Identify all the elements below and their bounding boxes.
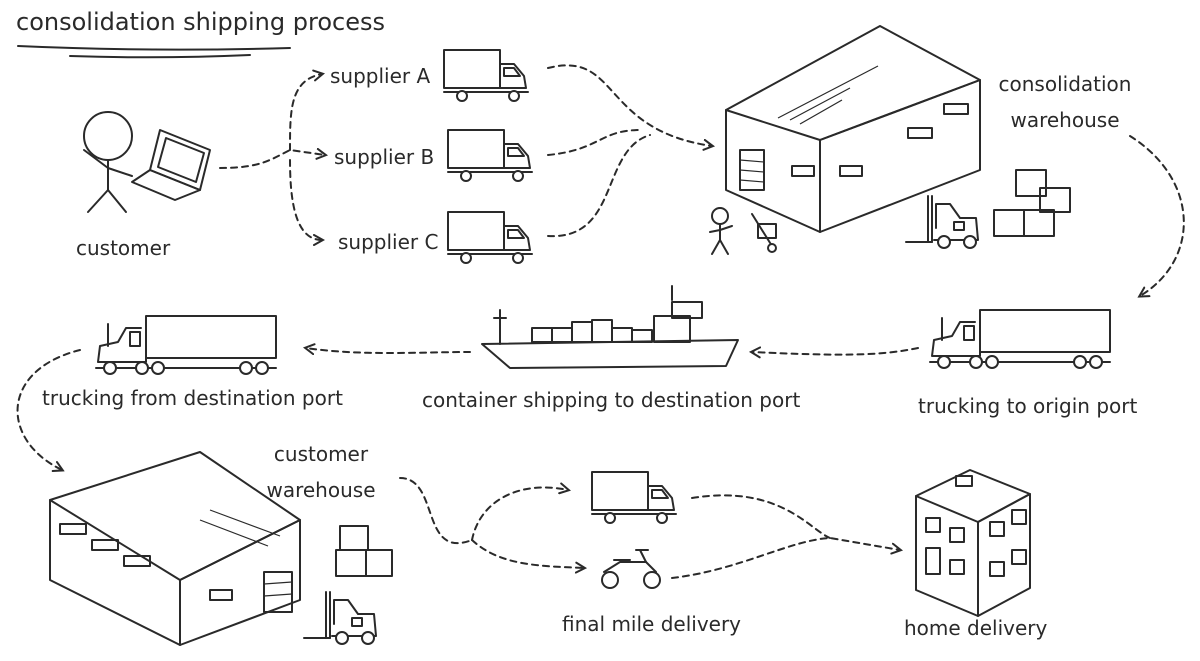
delivery-truck-icon bbox=[443, 49, 529, 102]
flow-to-supplier-c bbox=[289, 159, 322, 240]
flow-van-to-home bbox=[691, 494, 831, 539]
warehouse-icon bbox=[49, 451, 301, 646]
flow-destination-to-customer-warehouse bbox=[16, 349, 81, 470]
consolidation-warehouse-label-1: consolidation bbox=[998, 72, 1132, 96]
consolidation-warehouse-label-2: warehouse bbox=[1010, 108, 1120, 132]
home-delivery-label: home delivery bbox=[904, 616, 1048, 640]
page-title: consolidation shipping process bbox=[16, 8, 385, 36]
trucking-origin-label: trucking to origin port bbox=[918, 394, 1138, 418]
forklift-icon bbox=[905, 195, 979, 249]
forklift-icon bbox=[303, 591, 377, 645]
person-icon bbox=[709, 207, 733, 255]
boxes-icon bbox=[993, 169, 1071, 237]
semi-truck-icon bbox=[95, 315, 277, 375]
container-shipping-label: container shipping to destination port bbox=[422, 388, 801, 412]
customer-warehouse-label-1: customer bbox=[273, 442, 369, 466]
flow-origin-to-ship bbox=[752, 348, 919, 355]
flow-a-to-warehouse bbox=[547, 64, 712, 146]
flow-to-van bbox=[471, 487, 568, 541]
flow-c-to-warehouse bbox=[547, 134, 651, 238]
supplier-a-label: supplier A bbox=[330, 64, 431, 88]
flow-warehouse-to-origin bbox=[1129, 135, 1185, 296]
title-underline bbox=[17, 45, 291, 51]
supplier-b-label: supplier B bbox=[334, 145, 435, 169]
flow-to-home bbox=[671, 536, 900, 579]
delivery-truck-icon bbox=[591, 471, 677, 524]
flow-to-supplier-b bbox=[219, 150, 325, 169]
flow-b-to-warehouse bbox=[547, 129, 641, 156]
final-mile-label: final mile delivery bbox=[562, 612, 742, 636]
hand-truck-icon bbox=[751, 213, 777, 253]
boxes-icon bbox=[335, 525, 393, 577]
customer-warehouse-label-2: warehouse bbox=[266, 478, 376, 502]
flow-customer-warehouse-to-final-mile bbox=[399, 477, 473, 544]
laptop-icon bbox=[131, 129, 211, 201]
scooter-icon bbox=[601, 549, 661, 589]
flow-to-supplier-a bbox=[289, 74, 322, 151]
customer-label: customer bbox=[76, 236, 171, 260]
semi-truck-icon bbox=[929, 309, 1111, 369]
warehouse-icon bbox=[725, 25, 981, 233]
container-ship-icon bbox=[481, 285, 739, 369]
delivery-truck-icon bbox=[447, 211, 533, 264]
house-icon bbox=[915, 469, 1031, 617]
flow-to-scooter bbox=[471, 539, 584, 568]
delivery-truck-icon bbox=[447, 129, 533, 182]
person-icon bbox=[83, 111, 133, 213]
trucking-destination-label: trucking from destination port bbox=[42, 386, 343, 410]
title-underline-2 bbox=[69, 54, 251, 59]
supplier-c-label: supplier C bbox=[338, 230, 439, 254]
flow-ship-to-destination bbox=[306, 348, 471, 353]
